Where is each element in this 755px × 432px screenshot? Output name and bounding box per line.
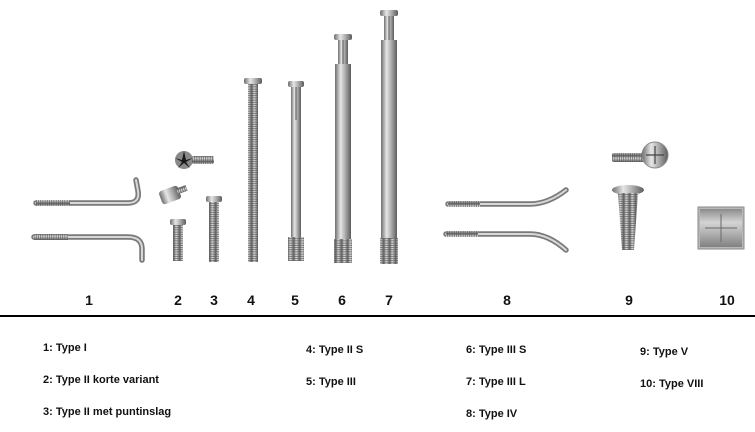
specimen-type-viii [697, 206, 745, 250]
specimen-type-ii-s [244, 78, 262, 262]
label-number-3: 3 [210, 292, 218, 308]
legend-type-ii-short: 2: Type II korte variant [43, 374, 159, 386]
label-number-8: 8 [503, 292, 511, 308]
label-number-1: 1 [85, 292, 93, 308]
label-number-2: 2 [174, 292, 182, 308]
legend-type-v: 9: Type V [640, 346, 689, 358]
specimen-illustration [31, 10, 745, 264]
label-number-6: 6 [338, 292, 346, 308]
legend-type-iii-s: 6: Type III S [466, 344, 527, 356]
specimen-type-iii-s [334, 34, 352, 263]
specimen-type-ii-punch [206, 196, 222, 262]
label-number-7: 7 [385, 292, 393, 308]
specimen-type-i [31, 177, 145, 263]
specimen-photo [31, 10, 745, 264]
legend-type-viii: 10: Type VIII [640, 378, 704, 390]
legend-type-iii-l: 7: Type III L [466, 376, 526, 388]
specimen-type-ii-short [159, 151, 214, 261]
specimen-type-v [612, 141, 669, 250]
legend-type-ii-punch: 3: Type II met puntinslag [43, 406, 172, 418]
label-number-5: 5 [291, 292, 299, 308]
label-number-10: 10 [719, 292, 735, 308]
specimen-type-iii-l [380, 10, 398, 264]
legend-type-ii-s: 4: Type II S [306, 344, 364, 356]
legend-type-iv: 8: Type IV [466, 408, 518, 420]
legend-type-iii: 5: Type III [306, 376, 356, 388]
specimen-type-iv [443, 187, 569, 253]
label-number-9: 9 [625, 292, 633, 308]
divider-line [0, 315, 755, 317]
specimen-type-iii [288, 81, 304, 261]
legend-type-i: 1: Type I [43, 342, 87, 354]
label-number-4: 4 [247, 292, 255, 308]
